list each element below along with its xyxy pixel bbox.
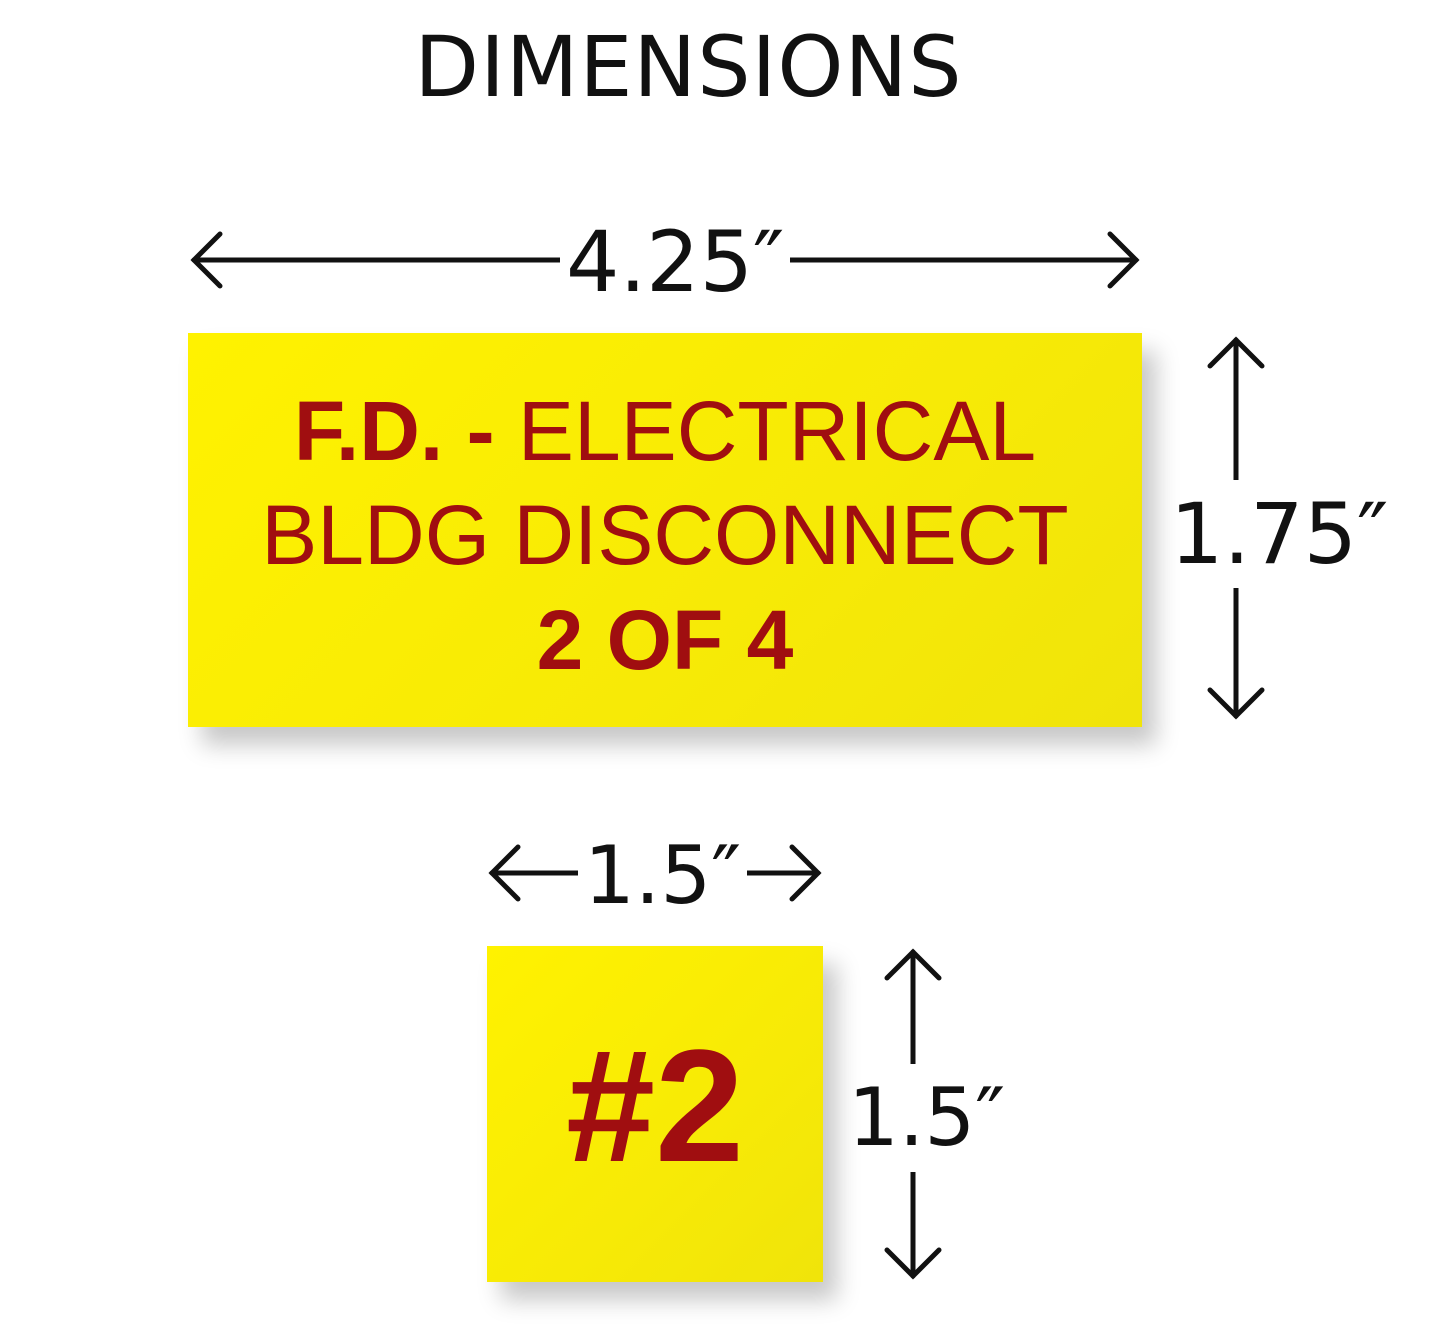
- large-width-label: 4.25″: [560, 220, 791, 304]
- small-height-label: 1.5″: [848, 1064, 1006, 1172]
- sign-line-2: BLDG DISCONNECT: [261, 488, 1069, 582]
- sign-line-1: F.D. - ELECTRICAL: [188, 389, 1142, 473]
- sign-line-1-bold: F.D. -: [293, 384, 495, 478]
- sign-line-3: 2 OF 4: [536, 593, 794, 687]
- sign-line-1-regular: ELECTRICAL: [517, 384, 1037, 478]
- small-sign: #2: [487, 946, 823, 1282]
- page-title: DIMENSIONS: [414, 18, 963, 116]
- small-width-label: 1.5″: [578, 836, 748, 916]
- large-sign: F.D. - ELECTRICAL BLDG DISCONNECT 2 OF 4: [188, 333, 1142, 727]
- large-height-label: 1.75″: [1170, 480, 1389, 588]
- small-sign-text: #2: [566, 1016, 744, 1195]
